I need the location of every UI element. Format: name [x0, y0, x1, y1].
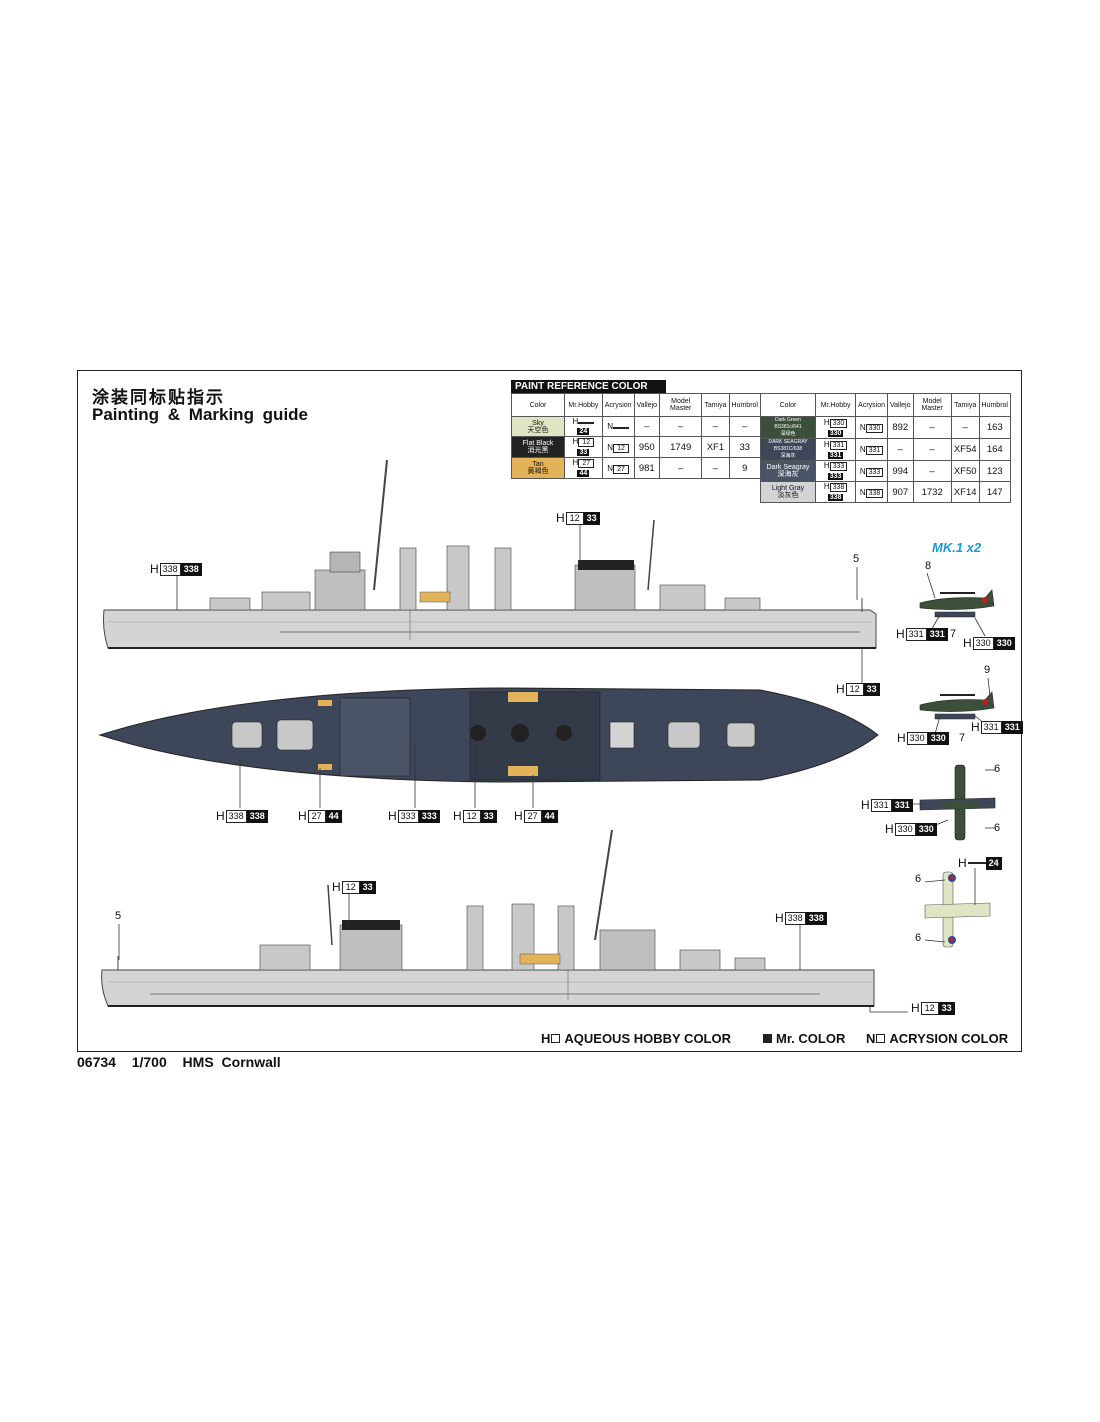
part-number: 7 [959, 732, 966, 744]
col-header: Vallejo [887, 393, 914, 417]
guide-sheet-border [77, 370, 1022, 1052]
part-number: 6 [915, 873, 922, 885]
aircraft-label: MK.1 x2 [932, 540, 982, 555]
col-header: Tamiya [701, 393, 730, 417]
part-number: 6 [994, 822, 1001, 834]
part-number: 6 [994, 763, 1001, 775]
part-number: 7 [950, 628, 957, 640]
col-header: Mr.Hobby [814, 393, 857, 417]
paint-table-title: PAINT REFERENCE COLOR [511, 380, 666, 393]
legend-mr-color: Mr. COLOR [762, 1031, 845, 1046]
title-chinese: 涂装同标贴指示 [92, 388, 225, 408]
col-header: Tamiya [950, 393, 980, 417]
col-header: Humbrol [728, 393, 762, 417]
col-header: Model Master [912, 393, 952, 417]
part-number: 9 [984, 664, 991, 676]
legend-white-box-icon [876, 1034, 886, 1043]
title-english: Painting & Marking guide [92, 405, 309, 424]
legend-black-box-icon [763, 1034, 772, 1043]
col-header: Model Master [659, 393, 703, 417]
col-header: Acrysion [601, 393, 635, 417]
col-header: Vallejo [633, 393, 661, 417]
paint-reference-table: PAINT REFERENCE COLOR Color Mr.Hobby Acr… [511, 380, 1012, 503]
part-number: 8 [925, 560, 932, 572]
col-header: Color [511, 393, 565, 417]
part-number: 6 [915, 932, 922, 944]
col-header: Color [760, 393, 816, 417]
col-header: Acrysion [855, 393, 889, 417]
paint-table-left: Color Mr.Hobby Acrysion Vallejo Model Ma… [511, 393, 762, 479]
col-header: Humbrol [978, 393, 1012, 417]
paint-table-right: Color Mr.Hobby Acrysion Vallejo Model Ma… [760, 393, 1012, 503]
product-code-footer: 06734 1/700 HMS Cornwall [77, 1054, 281, 1070]
col-header: Mr.Hobby [564, 393, 603, 417]
part-number: 5 [853, 553, 860, 565]
part-number: 5 [115, 910, 122, 922]
legend-white-box-icon [551, 1034, 561, 1043]
